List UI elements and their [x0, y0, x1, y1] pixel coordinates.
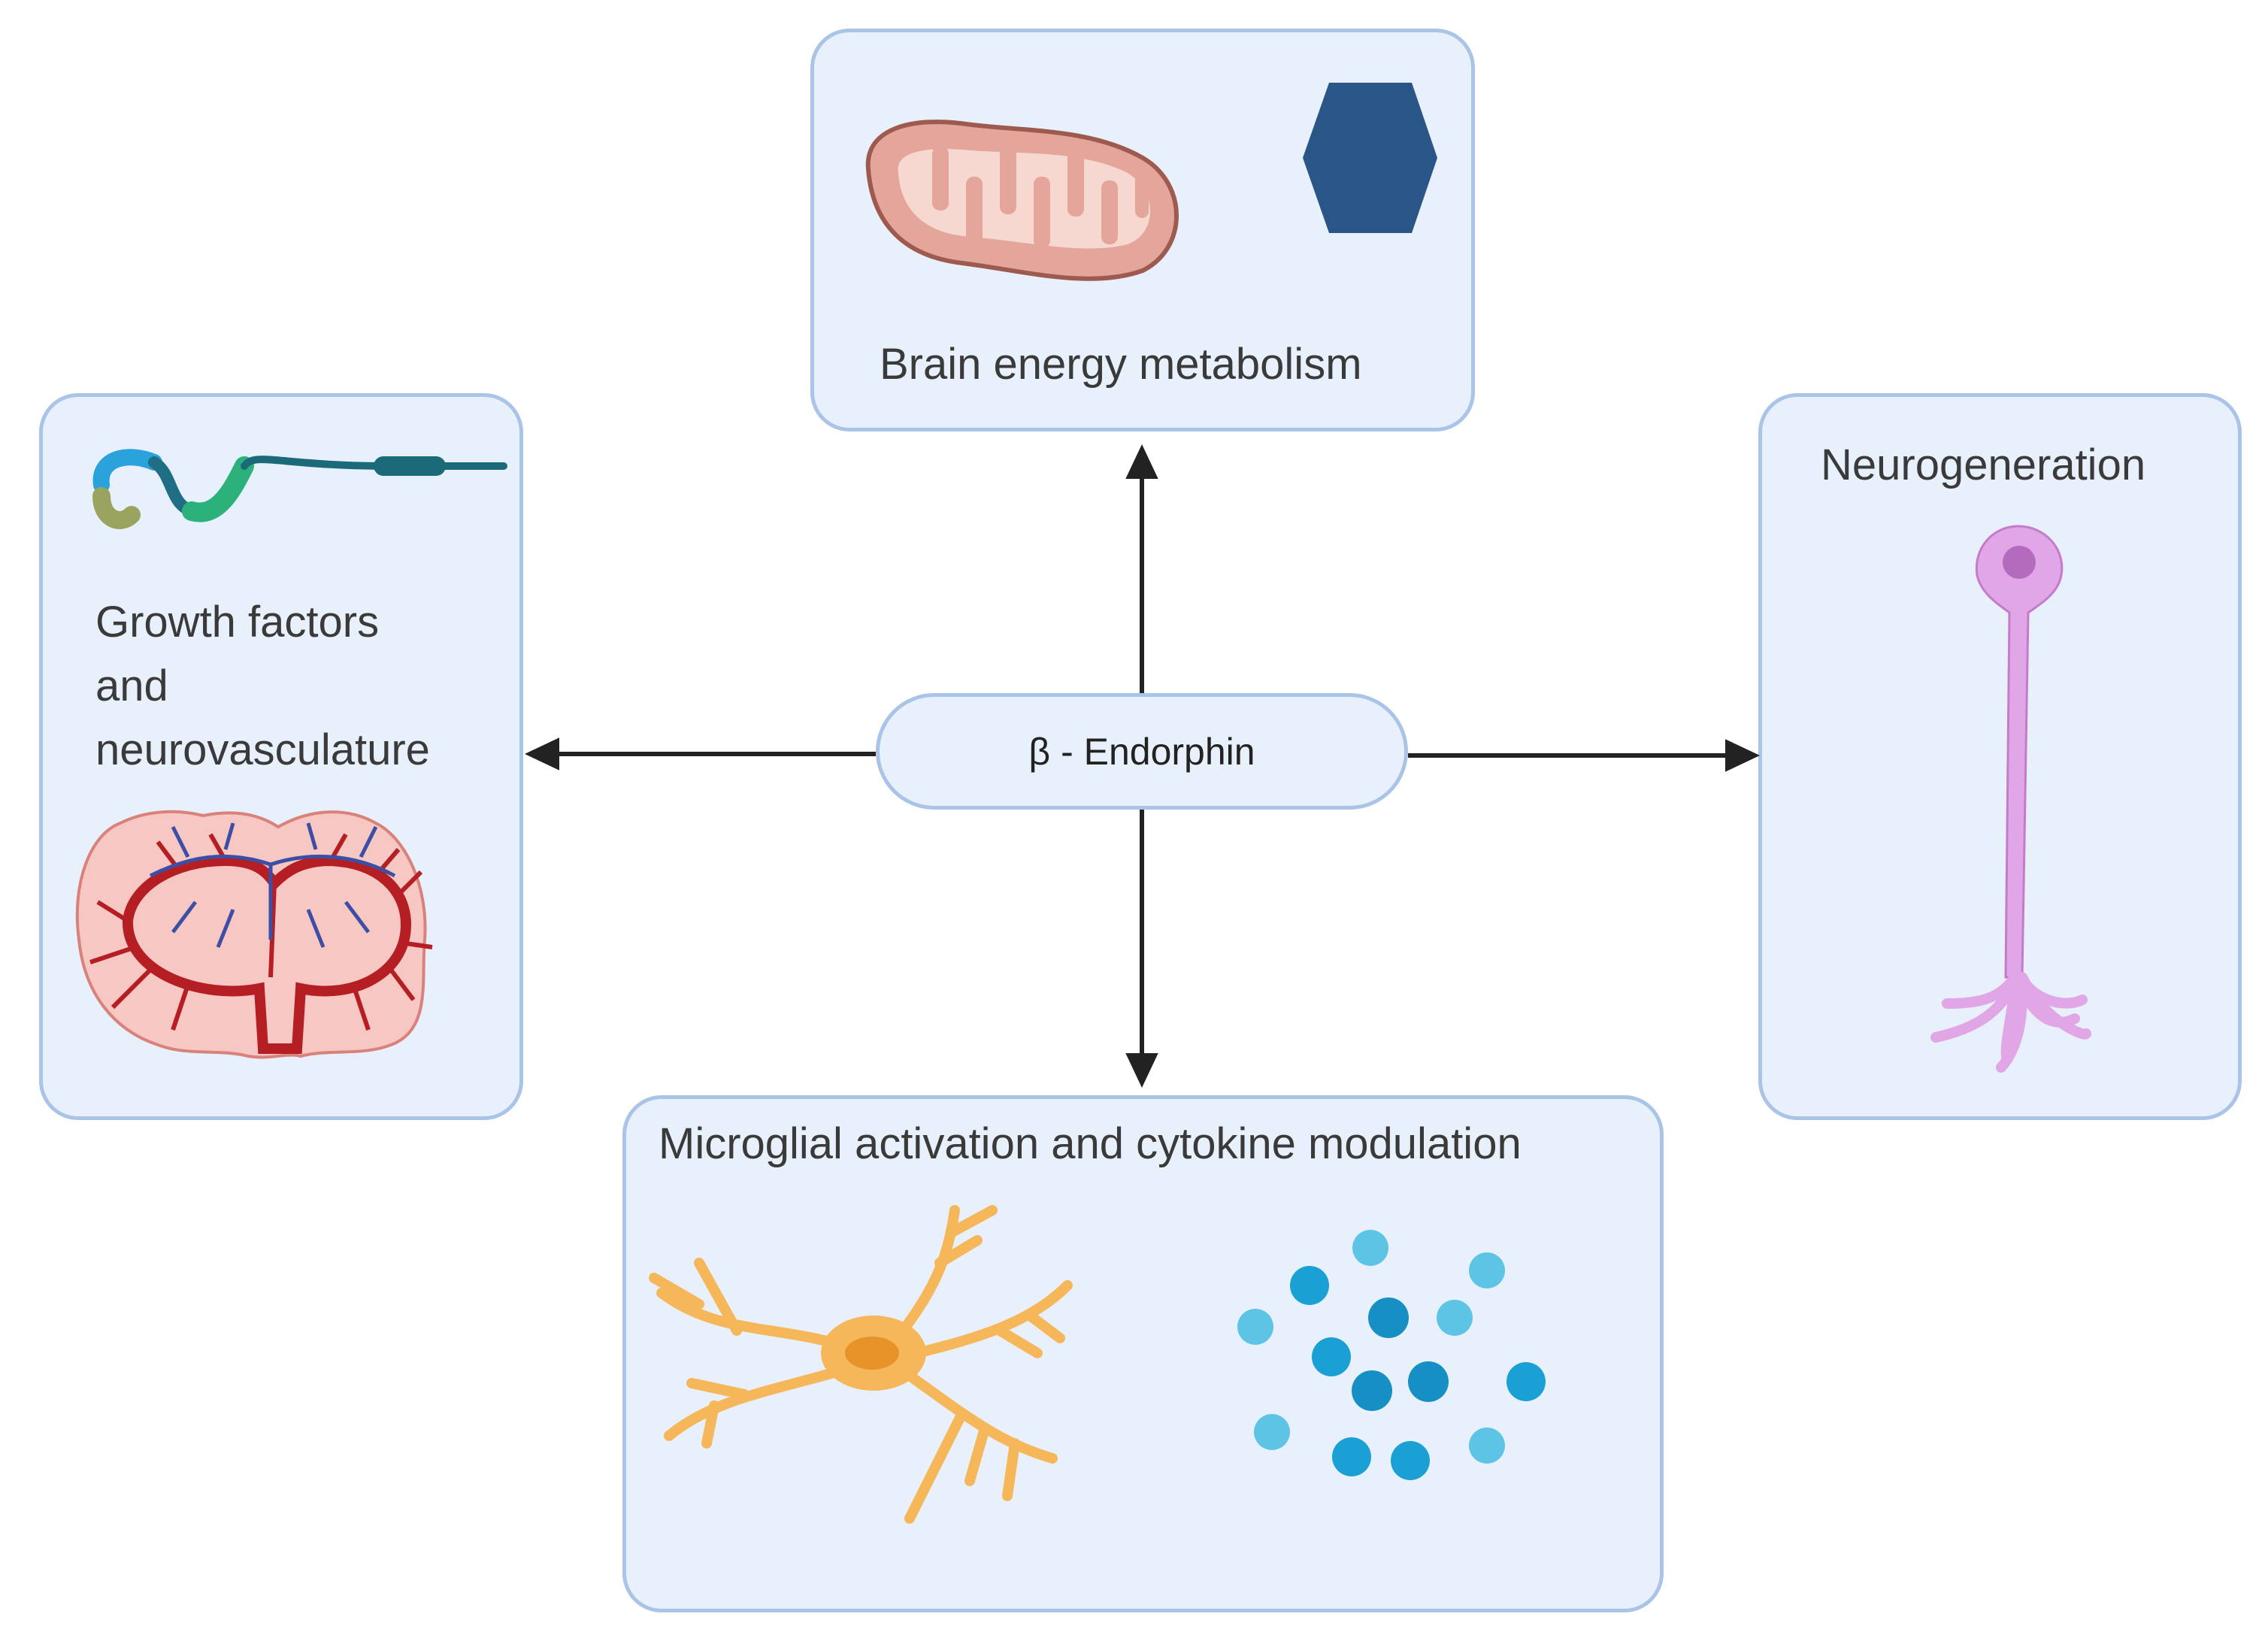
protein-chain-icon — [92, 449, 507, 529]
box-neurogeneration — [1758, 393, 2242, 1120]
label-neurogeneration: Neurogeneration — [1821, 441, 2146, 489]
cytokine-dot — [1506, 1362, 1546, 1401]
arrows — [524, 444, 1761, 1088]
label-growth-line3: neurovasculature — [95, 725, 430, 774]
cytokine-dot — [1237, 1309, 1273, 1345]
cytokine-dot — [1352, 1370, 1392, 1411]
brain-vasculature-icon — [75, 810, 433, 1059]
cytokines-icon — [1237, 1230, 1546, 1480]
arrow-down-head — [1125, 1053, 1158, 1088]
neuron-icon — [1930, 525, 2091, 1073]
cytokine-dot — [1368, 1297, 1409, 1338]
microglia-icon — [649, 1205, 1073, 1524]
label-brain-energy-metabolism: Brain energy metabolism — [880, 340, 1362, 389]
cytokine-dot — [1332, 1437, 1371, 1476]
arrow-left-head — [524, 737, 559, 771]
label-growth-line2: and — [95, 662, 168, 710]
cytokine-dot — [1312, 1337, 1351, 1376]
label-growth-factors: Growth factors and neurovasculature — [95, 590, 430, 782]
arrow-up-head — [1125, 444, 1158, 479]
cytokine-dot — [1290, 1266, 1329, 1305]
mitochondrion-icon — [865, 120, 1179, 281]
label-growth-line1: Growth factors — [95, 598, 380, 646]
cytokine-dot — [1391, 1441, 1430, 1480]
cytokine-dot — [1254, 1414, 1290, 1450]
cytokine-dot — [1469, 1252, 1505, 1288]
hexagon-icon — [1303, 83, 1437, 233]
box-microglial-activation — [622, 1095, 1664, 1612]
cytokine-dot — [1469, 1428, 1505, 1464]
center-label: β - Endorphin — [1028, 730, 1255, 773]
cytokine-dot — [1437, 1300, 1473, 1336]
label-microglial-activation: Microglial activation and cytokine modul… — [659, 1119, 1522, 1168]
cytokine-dot — [1352, 1230, 1388, 1266]
center-node-beta-endorphin: β - Endorphin — [876, 693, 1408, 810]
cytokine-dot — [1408, 1361, 1449, 1402]
arrow-right-head — [1725, 739, 1761, 772]
